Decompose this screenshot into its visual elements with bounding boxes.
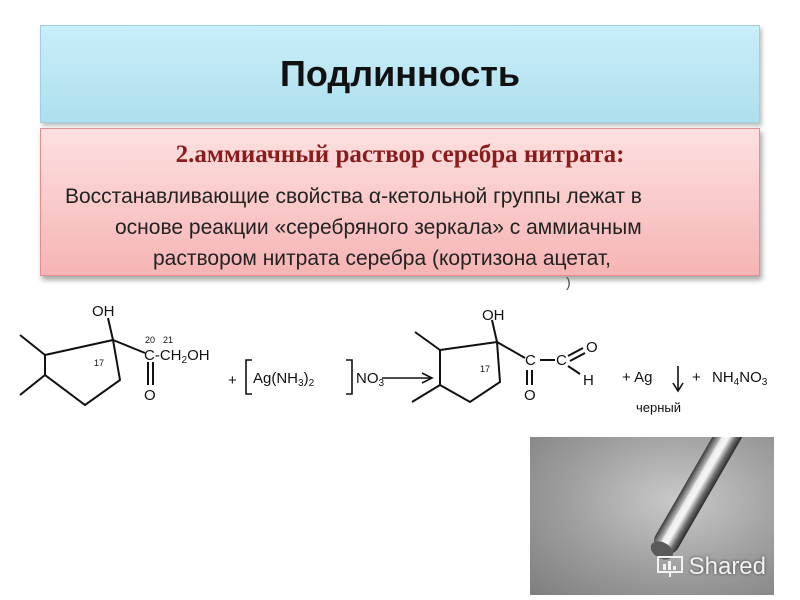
plus-sign-1: + xyxy=(228,372,237,389)
shared-watermark: Shared xyxy=(656,553,766,581)
body-line-3: раствором нитрата серебра (кортизона аце… xyxy=(153,247,611,270)
plus-sign-3: + xyxy=(692,369,701,386)
product-c17: 17 xyxy=(480,364,490,374)
reaction-arrow xyxy=(382,372,434,384)
content-heading: 2.аммиачный раствор серебра нитрата: xyxy=(175,141,625,168)
precipitate-arrow xyxy=(672,366,684,393)
product-structure xyxy=(411,319,586,404)
content-box: 2.аммиачный раствор серебра нитрата: Вос… xyxy=(40,128,760,276)
reagent-formula: Ag(NH3)2 xyxy=(253,370,315,389)
black-label: черный xyxy=(636,400,681,415)
watermark-text: Shared xyxy=(688,553,766,580)
body-line-2: основе реакции «серебряного зеркала» с а… xyxy=(115,216,642,239)
product-h: H xyxy=(583,372,594,389)
product-c1: C xyxy=(525,352,536,369)
product-oh: OH xyxy=(482,307,505,324)
reactant-c21: 21 xyxy=(163,335,173,345)
reactant-c17: 17 xyxy=(94,358,104,368)
title-banner: Подлинность xyxy=(40,25,760,123)
reactant-o: O xyxy=(144,387,156,404)
reactant-oh: OH xyxy=(92,303,115,320)
body-line-1: Восстанавливающие свойства α-кетольной г… xyxy=(65,185,642,208)
test-tube-illustration xyxy=(650,437,743,560)
presentation-icon xyxy=(656,556,683,577)
silver-term: + Ag xyxy=(622,369,652,386)
reagent-brackets xyxy=(245,359,353,395)
product-c2: C xyxy=(556,352,567,369)
reactant-c20: 20 xyxy=(145,335,155,345)
reagent-no3: NO3 xyxy=(356,370,385,389)
content-body: Восстанавливающие свойства α-кетольной г… xyxy=(65,181,749,274)
silver-mirror-photo: Shared xyxy=(530,437,774,595)
product-o-bottom: O xyxy=(524,387,536,404)
product-o-top: O xyxy=(586,339,598,356)
slide-title: Подлинность xyxy=(279,53,521,94)
reactant-structure xyxy=(19,317,154,407)
cut-off-text: ) xyxy=(566,274,571,290)
reaction-scheme: OH 20 21 C-CH2OH 17 O + Ag(NH3)2 NO3 OH … xyxy=(19,303,768,415)
ammonium-nitrate: NH4NO3 xyxy=(712,369,768,388)
reactant-chain: C-CH2OH xyxy=(144,347,210,366)
